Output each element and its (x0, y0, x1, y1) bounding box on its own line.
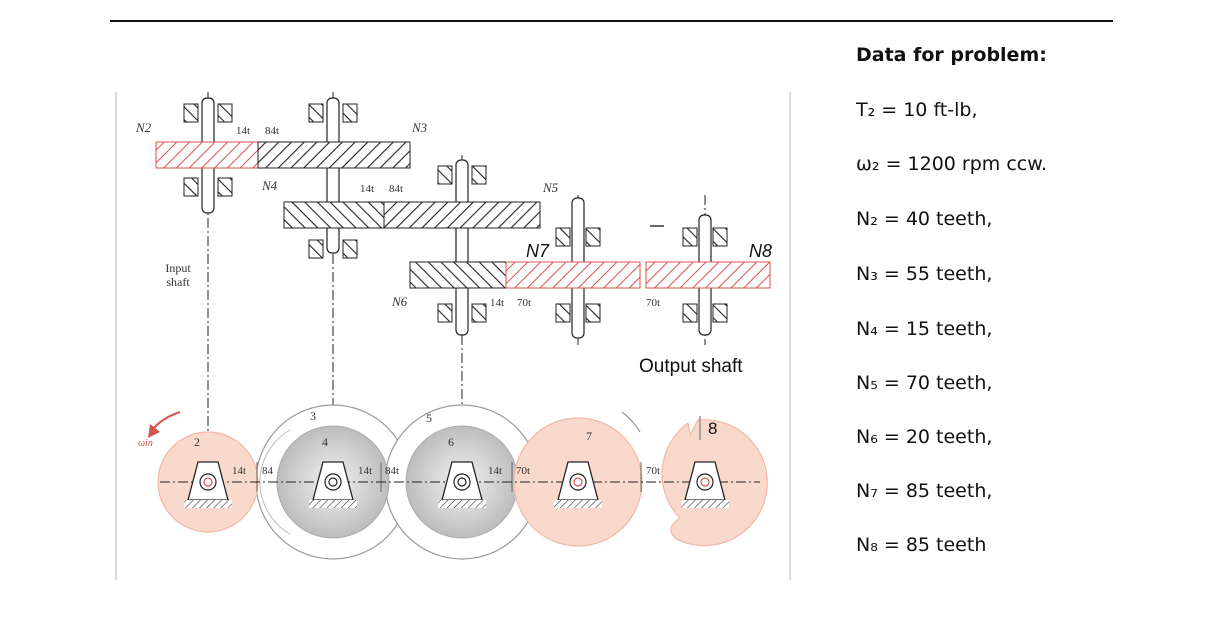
tooth-label: 84t (389, 183, 403, 195)
gear-bar-n7 (505, 261, 641, 289)
gear-number-5: 5 (426, 411, 432, 425)
ground (309, 500, 357, 508)
tooth-label: 70t (517, 297, 531, 309)
tooth-label: 14t (490, 297, 504, 309)
bearing (712, 227, 728, 247)
shaft-2 (326, 97, 340, 254)
gear-number-3: 3 (310, 409, 316, 423)
bearing (437, 165, 453, 185)
tooth-label: 14t (360, 183, 374, 195)
top-rule (110, 20, 1113, 22)
gear-bar-n2 (155, 141, 259, 169)
gear-train-diagram: N2 N3 N4 N5 N6 N7 N8 14t 84t 14t 84t 14t… (115, 92, 791, 580)
gear-number-4: 4 (322, 435, 328, 449)
tooth-label-bottom: 70t (516, 465, 530, 477)
tooth-label-bottom: 84 (262, 465, 274, 477)
label-n4: N4 (261, 178, 278, 193)
tooth-label-bottom: 14t (232, 465, 246, 477)
bearing (308, 239, 324, 259)
pin-inner (203, 477, 213, 487)
bearing (183, 103, 199, 123)
bearing (342, 103, 358, 123)
data-panel-title: Data for problem: (856, 44, 1047, 66)
data-item-n8: N₈ = 85 teeth (856, 534, 987, 556)
gear-bar-n6 (409, 261, 507, 289)
tooth-label-bottom: 14t (488, 465, 502, 477)
output-shaft-label: Output shaft (639, 356, 743, 377)
omega-label: ωin (138, 438, 153, 449)
bearing (555, 303, 571, 323)
bearing (437, 303, 453, 323)
bearing (471, 165, 487, 185)
ground (184, 500, 232, 508)
data-item-n2: N₂ = 40 teeth, (856, 208, 993, 230)
tooth-label: 70t (646, 297, 660, 309)
gear-number-7: 7 (586, 429, 592, 443)
bearing (585, 227, 601, 247)
pin (696, 473, 714, 491)
bearing (308, 103, 324, 123)
gear-number-8: 8 (708, 419, 717, 438)
data-item-n5: N₅ = 70 teeth, (856, 372, 993, 394)
pin-inner (328, 477, 338, 487)
gear-circle-8-arc (621, 411, 641, 433)
ground (438, 500, 486, 508)
data-item-n4: N₄ = 15 teeth, (856, 318, 993, 340)
data-item-speed: ω₂ = 1200 rpm ccw. (856, 153, 1048, 175)
tooth-label: 14t (236, 125, 250, 137)
rotation-arrow-head (148, 424, 160, 438)
ground (681, 500, 729, 508)
input-shaft-label: shaft (166, 275, 190, 289)
bearing (712, 303, 728, 323)
gear-bar-n4 (283, 201, 385, 229)
tooth-label-bottom: 14t (358, 465, 372, 477)
bearing (342, 239, 358, 259)
label-n3: N3 (411, 120, 428, 135)
tooth-label-bottom: 70t (646, 465, 660, 477)
label-n2: N2 (135, 120, 152, 135)
pin-inner (700, 477, 710, 487)
label-n7: N7 (526, 241, 550, 261)
bearing (682, 227, 698, 247)
gear-number-6: 6 (448, 435, 454, 449)
bearing (471, 303, 487, 323)
pin-inner (573, 477, 583, 487)
gear-bar-n5 (383, 201, 541, 229)
bearing (217, 103, 233, 123)
bearing (585, 303, 601, 323)
gear-bar-n8 (645, 261, 771, 289)
data-item-n3: N₃ = 55 teeth, (856, 263, 993, 285)
bearing (555, 227, 571, 247)
tooth-label: 84t (265, 125, 279, 137)
rotation-arrow (151, 411, 181, 431)
pin (569, 473, 587, 491)
gear-number-2: 2 (194, 435, 200, 449)
label-n6: N6 (391, 294, 408, 309)
input-shaft-label: Input (165, 261, 191, 275)
label-n5: N5 (542, 180, 559, 195)
shaft-3 (455, 159, 469, 336)
ground (554, 500, 602, 508)
bearing (682, 303, 698, 323)
pin (453, 473, 471, 491)
gear-bar-n3 (257, 141, 411, 169)
data-item-torque: T₂ = 10 ft-lb, (856, 99, 978, 121)
bearing (183, 177, 199, 197)
bearing (217, 177, 233, 197)
label-n8: N8 (749, 241, 772, 261)
data-panel: Data for problem: T₂ = 10 ft-lb, ω₂ = 12… (856, 0, 1196, 639)
pin (324, 473, 342, 491)
pin-inner (457, 477, 467, 487)
tooth-label-bottom: 84t (385, 465, 399, 477)
pin (199, 473, 217, 491)
data-item-n7: N₇ = 85 teeth, (856, 480, 993, 502)
data-item-n6: N₆ = 20 teeth, (856, 426, 993, 448)
